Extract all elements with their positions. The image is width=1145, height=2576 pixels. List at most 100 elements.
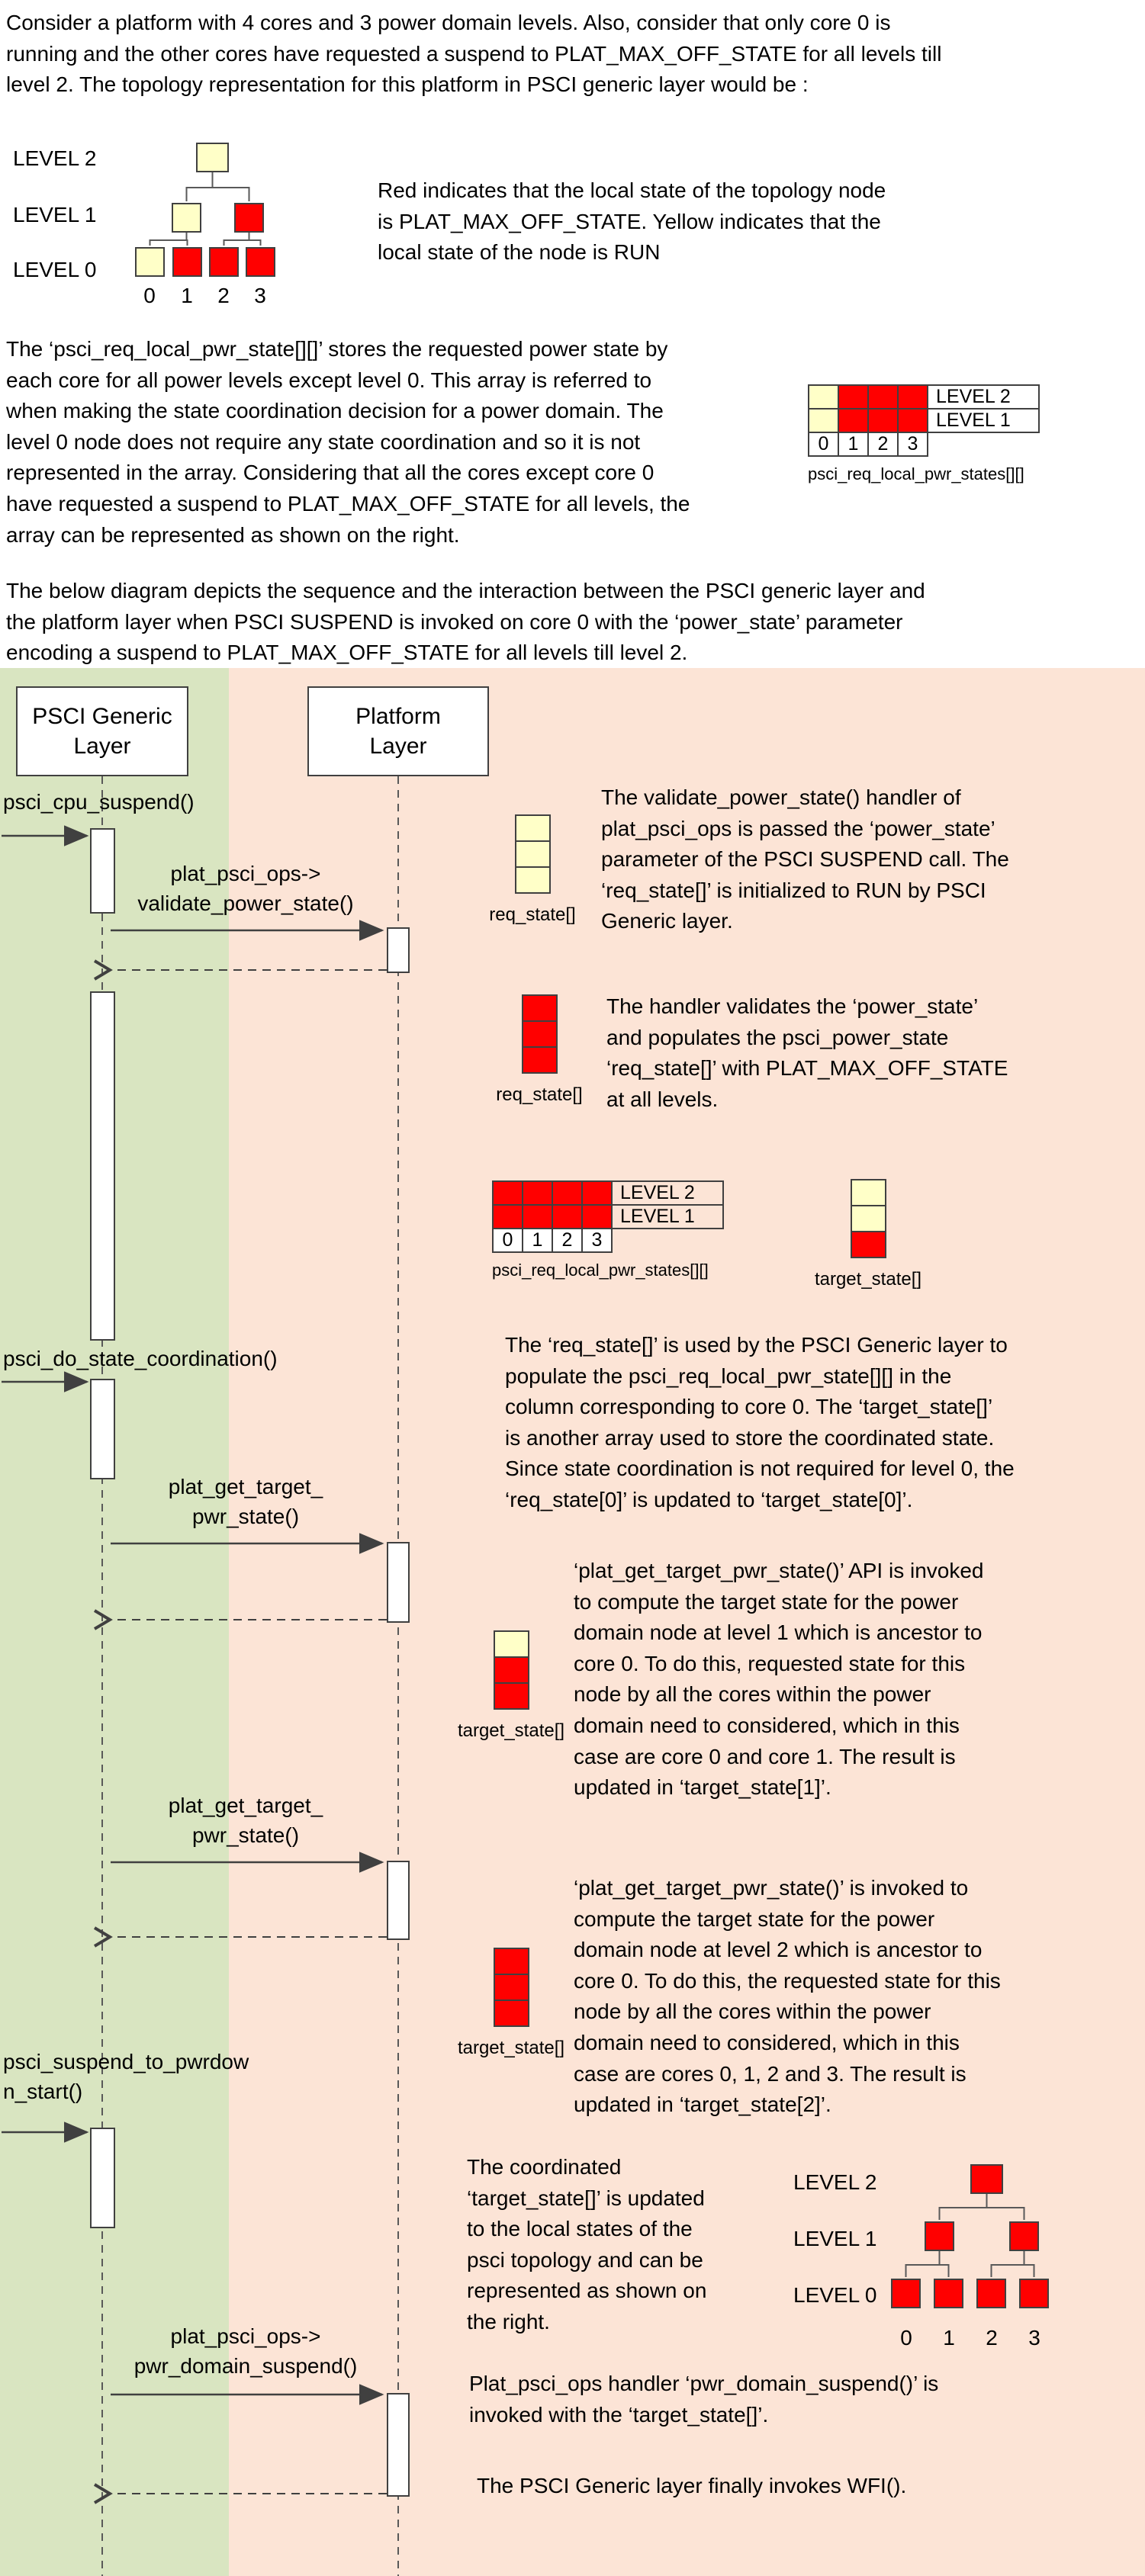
stack-label: req_state[]	[496, 1084, 583, 1105]
index-cell: 0	[808, 432, 839, 457]
note-coordinated-target-state: The coordinated ‘target_state[]’ is upda…	[467, 2155, 707, 2333]
state-cell	[897, 384, 928, 410]
index-cell: 0	[492, 1228, 523, 1253]
state-cell	[493, 1974, 529, 2001]
tree-final-level0-label: LEVEL 0	[793, 2283, 877, 2307]
index-cell: 2	[552, 1228, 583, 1253]
state-cell	[850, 1231, 886, 1258]
stack-label: target_state[]	[814, 1269, 922, 1290]
state-cell	[521, 1020, 558, 1048]
state-cell	[492, 1204, 523, 1229]
activation-get-target-1	[387, 1542, 410, 1623]
stack-label: target_state[]	[457, 1720, 565, 1741]
tree-final-node-core2	[976, 2279, 1006, 2308]
index-cell: 1	[838, 432, 869, 457]
state-cell	[493, 1682, 529, 1710]
grid-row-label: LEVEL 2	[611, 1180, 724, 1206]
tree-initial-core0-label: 0	[143, 284, 156, 307]
note-state-coordination: The ‘req_state[]’ is used by the PSCI Ge…	[505, 1333, 1015, 1511]
grid-caption: psci_req_local_pwr_states[][]	[492, 1261, 709, 1280]
note-wfi: The PSCI Generic layer finally invokes W…	[477, 2474, 907, 2497]
req-array-paragraph: The ‘psci_req_local_pwr_state[][]’ store…	[6, 337, 690, 547]
grid-row-level2: LEVEL 2	[492, 1180, 724, 1206]
stack-target-state-level0: target_state[]	[792, 1179, 944, 1290]
state-cell	[514, 814, 551, 842]
state-cell	[522, 1204, 553, 1229]
state-cell	[838, 384, 869, 410]
index-cell: 3	[897, 432, 928, 457]
activation-get-target-2	[387, 1861, 410, 1940]
state-cell	[808, 408, 839, 433]
tree-final-node-l1-0	[925, 2221, 954, 2251]
state-cell	[493, 1999, 529, 2027]
label-do-state-coordination: psci_do_state_coordination()	[3, 1347, 278, 1370]
state-cell	[493, 1948, 529, 1975]
state-cell	[493, 1630, 529, 1658]
actor-platform-layer: Platform Layer	[307, 686, 489, 776]
sequence-intro-paragraph: The below diagram depicts the sequence a…	[6, 579, 925, 665]
tree-initial-node-core1	[172, 247, 202, 277]
grid-caption: psci_req_local_pwr_states[][]	[808, 464, 1024, 483]
tree-initial-level2-label: LEVEL 2	[13, 146, 97, 170]
activation-pwr-domain-suspend	[387, 2393, 410, 2497]
grid-row-label: LEVEL 1	[927, 408, 1040, 433]
state-cell	[850, 1205, 886, 1232]
intro-paragraph: Consider a platform with 4 cores and 3 p…	[6, 11, 942, 97]
tree-final-level2-label: LEVEL 2	[793, 2170, 877, 2194]
tree-final-level1-label: LEVEL 1	[793, 2227, 877, 2250]
label-validate-power-state: plat_psci_ops-> validate_power_state()	[137, 862, 354, 916]
stack-req-state-initial: req_state[]	[456, 814, 609, 926]
tree-final-core0-label: 0	[900, 2326, 912, 2350]
tree-initial-core2-label: 2	[217, 284, 230, 307]
index-cell: 3	[581, 1228, 613, 1253]
tree-initial-level0-label: LEVEL 0	[13, 258, 97, 281]
state-cell	[514, 866, 551, 894]
grid-row-label: LEVEL 2	[927, 384, 1040, 410]
tree-initial-level1-label: LEVEL 1	[13, 203, 97, 226]
stack-target-state-level2: target_state[]	[435, 1948, 587, 2059]
label-suspend-to-pwrdown-start: psci_suspend_to_pwrdow n_start()	[3, 2050, 249, 2104]
label-get-target-pwr-state-1: plat_get_target_ pwr_state()	[168, 1475, 323, 1529]
note-get-target-level1: ‘plat_get_target_pwr_state()’ API is inv…	[574, 1559, 984, 1800]
note-get-target-level2: ‘plat_get_target_pwr_state()’ is invoked…	[574, 1876, 1001, 2117]
tree-final-node-l1-1	[1009, 2221, 1039, 2251]
state-cell	[850, 1179, 886, 1206]
tree-final-node-core3	[1019, 2279, 1049, 2308]
activation-suspend-to-pwrdown	[90, 2128, 115, 2228]
state-cell	[867, 384, 899, 410]
state-cell	[521, 994, 558, 1022]
stack-label: target_state[]	[457, 2038, 565, 2058]
tree-final-core1-label: 1	[943, 2326, 955, 2350]
state-cell	[552, 1180, 583, 1206]
state-color-legend: Red indicates that the local state of th…	[378, 178, 886, 265]
stack-target-state-level1: target_state[]	[435, 1630, 587, 1742]
activation-validate-power-state	[387, 927, 410, 973]
index-cell: 2	[867, 432, 899, 457]
tree-final-node-core0	[891, 2279, 921, 2308]
index-cell: 1	[522, 1228, 553, 1253]
state-cell	[581, 1204, 613, 1229]
state-cell	[493, 1656, 529, 1684]
state-cell	[897, 408, 928, 433]
activation-state-coordination	[90, 1379, 115, 1479]
state-cell	[581, 1180, 613, 1206]
state-cell	[492, 1180, 523, 1206]
label-psci-cpu-suspend: psci_cpu_suspend()	[3, 790, 195, 814]
grid-row-label: LEVEL 1	[611, 1204, 724, 1229]
state-cell	[552, 1204, 583, 1229]
state-cell	[867, 408, 899, 433]
tree-initial-node-core2	[209, 247, 239, 277]
tree-final-connectors	[905, 2194, 1035, 2277]
stack-label: req_state[]	[489, 904, 576, 925]
label-pwr-domain-suspend: plat_psci_ops-> pwr_domain_suspend()	[133, 2324, 358, 2378]
tree-initial-connectors	[149, 172, 262, 246]
tree-initial-node-l2	[196, 143, 229, 172]
grid-row-level2: LEVEL 2	[808, 384, 1040, 410]
stack-req-state-off: req_state[]	[463, 994, 616, 1106]
note-validate-power-state: The validate_power_state() handler of pl…	[601, 785, 1009, 933]
state-cell	[514, 840, 551, 868]
